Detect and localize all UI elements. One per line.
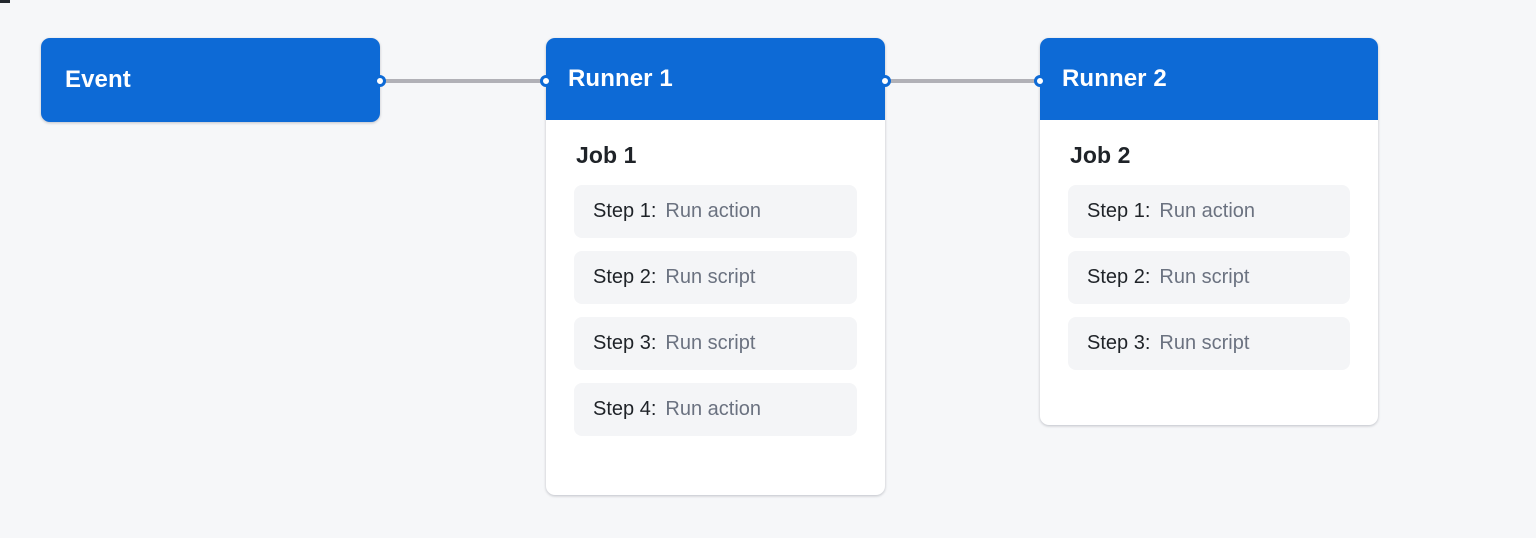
node-runner-1-steps: Step 1: Run action Step 2: Run script St… xyxy=(574,185,857,436)
step-label: Step 4: xyxy=(593,398,657,420)
handle-runner2-target[interactable] xyxy=(1034,75,1046,87)
handle-runner1-source[interactable] xyxy=(879,75,891,87)
step-label: Step 2: xyxy=(1087,266,1151,288)
handle-runner1-target[interactable] xyxy=(540,75,552,87)
node-runner-1-body: Job 1 Step 1: Run action Step 2: Run scr… xyxy=(546,120,885,458)
node-runner-2-title: Runner 2 xyxy=(1062,65,1167,92)
step-label: Step 3: xyxy=(1087,332,1151,354)
node-runner-2-body: Job 2 Step 1: Run action Step 2: Run scr… xyxy=(1040,120,1378,392)
node-runner-1-header: Runner 1 xyxy=(546,38,885,120)
node-runner-2[interactable]: Runner 2 Job 2 Step 1: Run action Step 2… xyxy=(1040,38,1378,425)
node-event[interactable]: Event xyxy=(41,38,380,122)
node-runner-2-steps: Step 1: Run action Step 2: Run script St… xyxy=(1068,185,1350,370)
node-runner-2-job-title: Job 2 xyxy=(1070,142,1131,168)
step-value: Run script xyxy=(665,266,756,288)
node-runner-2-header: Runner 2 xyxy=(1040,38,1378,120)
node-runner-1-job-title: Job 1 xyxy=(576,142,637,168)
step-row[interactable]: Step 2: Run script xyxy=(574,251,857,304)
step-label: Step 1: xyxy=(1087,200,1151,222)
screen-artifact xyxy=(0,0,10,3)
node-runner-1[interactable]: Runner 1 Job 1 Step 1: Run action Step 2… xyxy=(546,38,885,495)
step-row[interactable]: Step 2: Run script xyxy=(1068,251,1350,304)
step-value: Run script xyxy=(665,332,756,354)
node-event-title: Event xyxy=(65,66,131,93)
step-row[interactable]: Step 3: Run script xyxy=(1068,317,1350,370)
step-label: Step 1: xyxy=(593,200,657,222)
step-value: Run script xyxy=(1159,332,1250,354)
step-row[interactable]: Step 3: Run script xyxy=(574,317,857,370)
node-runner-1-title: Runner 1 xyxy=(568,65,673,92)
handle-event-source[interactable] xyxy=(374,75,386,87)
step-value: Run action xyxy=(665,200,762,222)
step-value: Run script xyxy=(1159,266,1250,288)
step-label: Step 2: xyxy=(593,266,657,288)
step-label: Step 3: xyxy=(593,332,657,354)
step-value: Run action xyxy=(665,398,762,420)
step-row[interactable]: Step 1: Run action xyxy=(1068,185,1350,238)
step-row[interactable]: Step 4: Run action xyxy=(574,383,857,436)
step-row[interactable]: Step 1: Run action xyxy=(574,185,857,238)
step-value: Run action xyxy=(1159,200,1256,222)
